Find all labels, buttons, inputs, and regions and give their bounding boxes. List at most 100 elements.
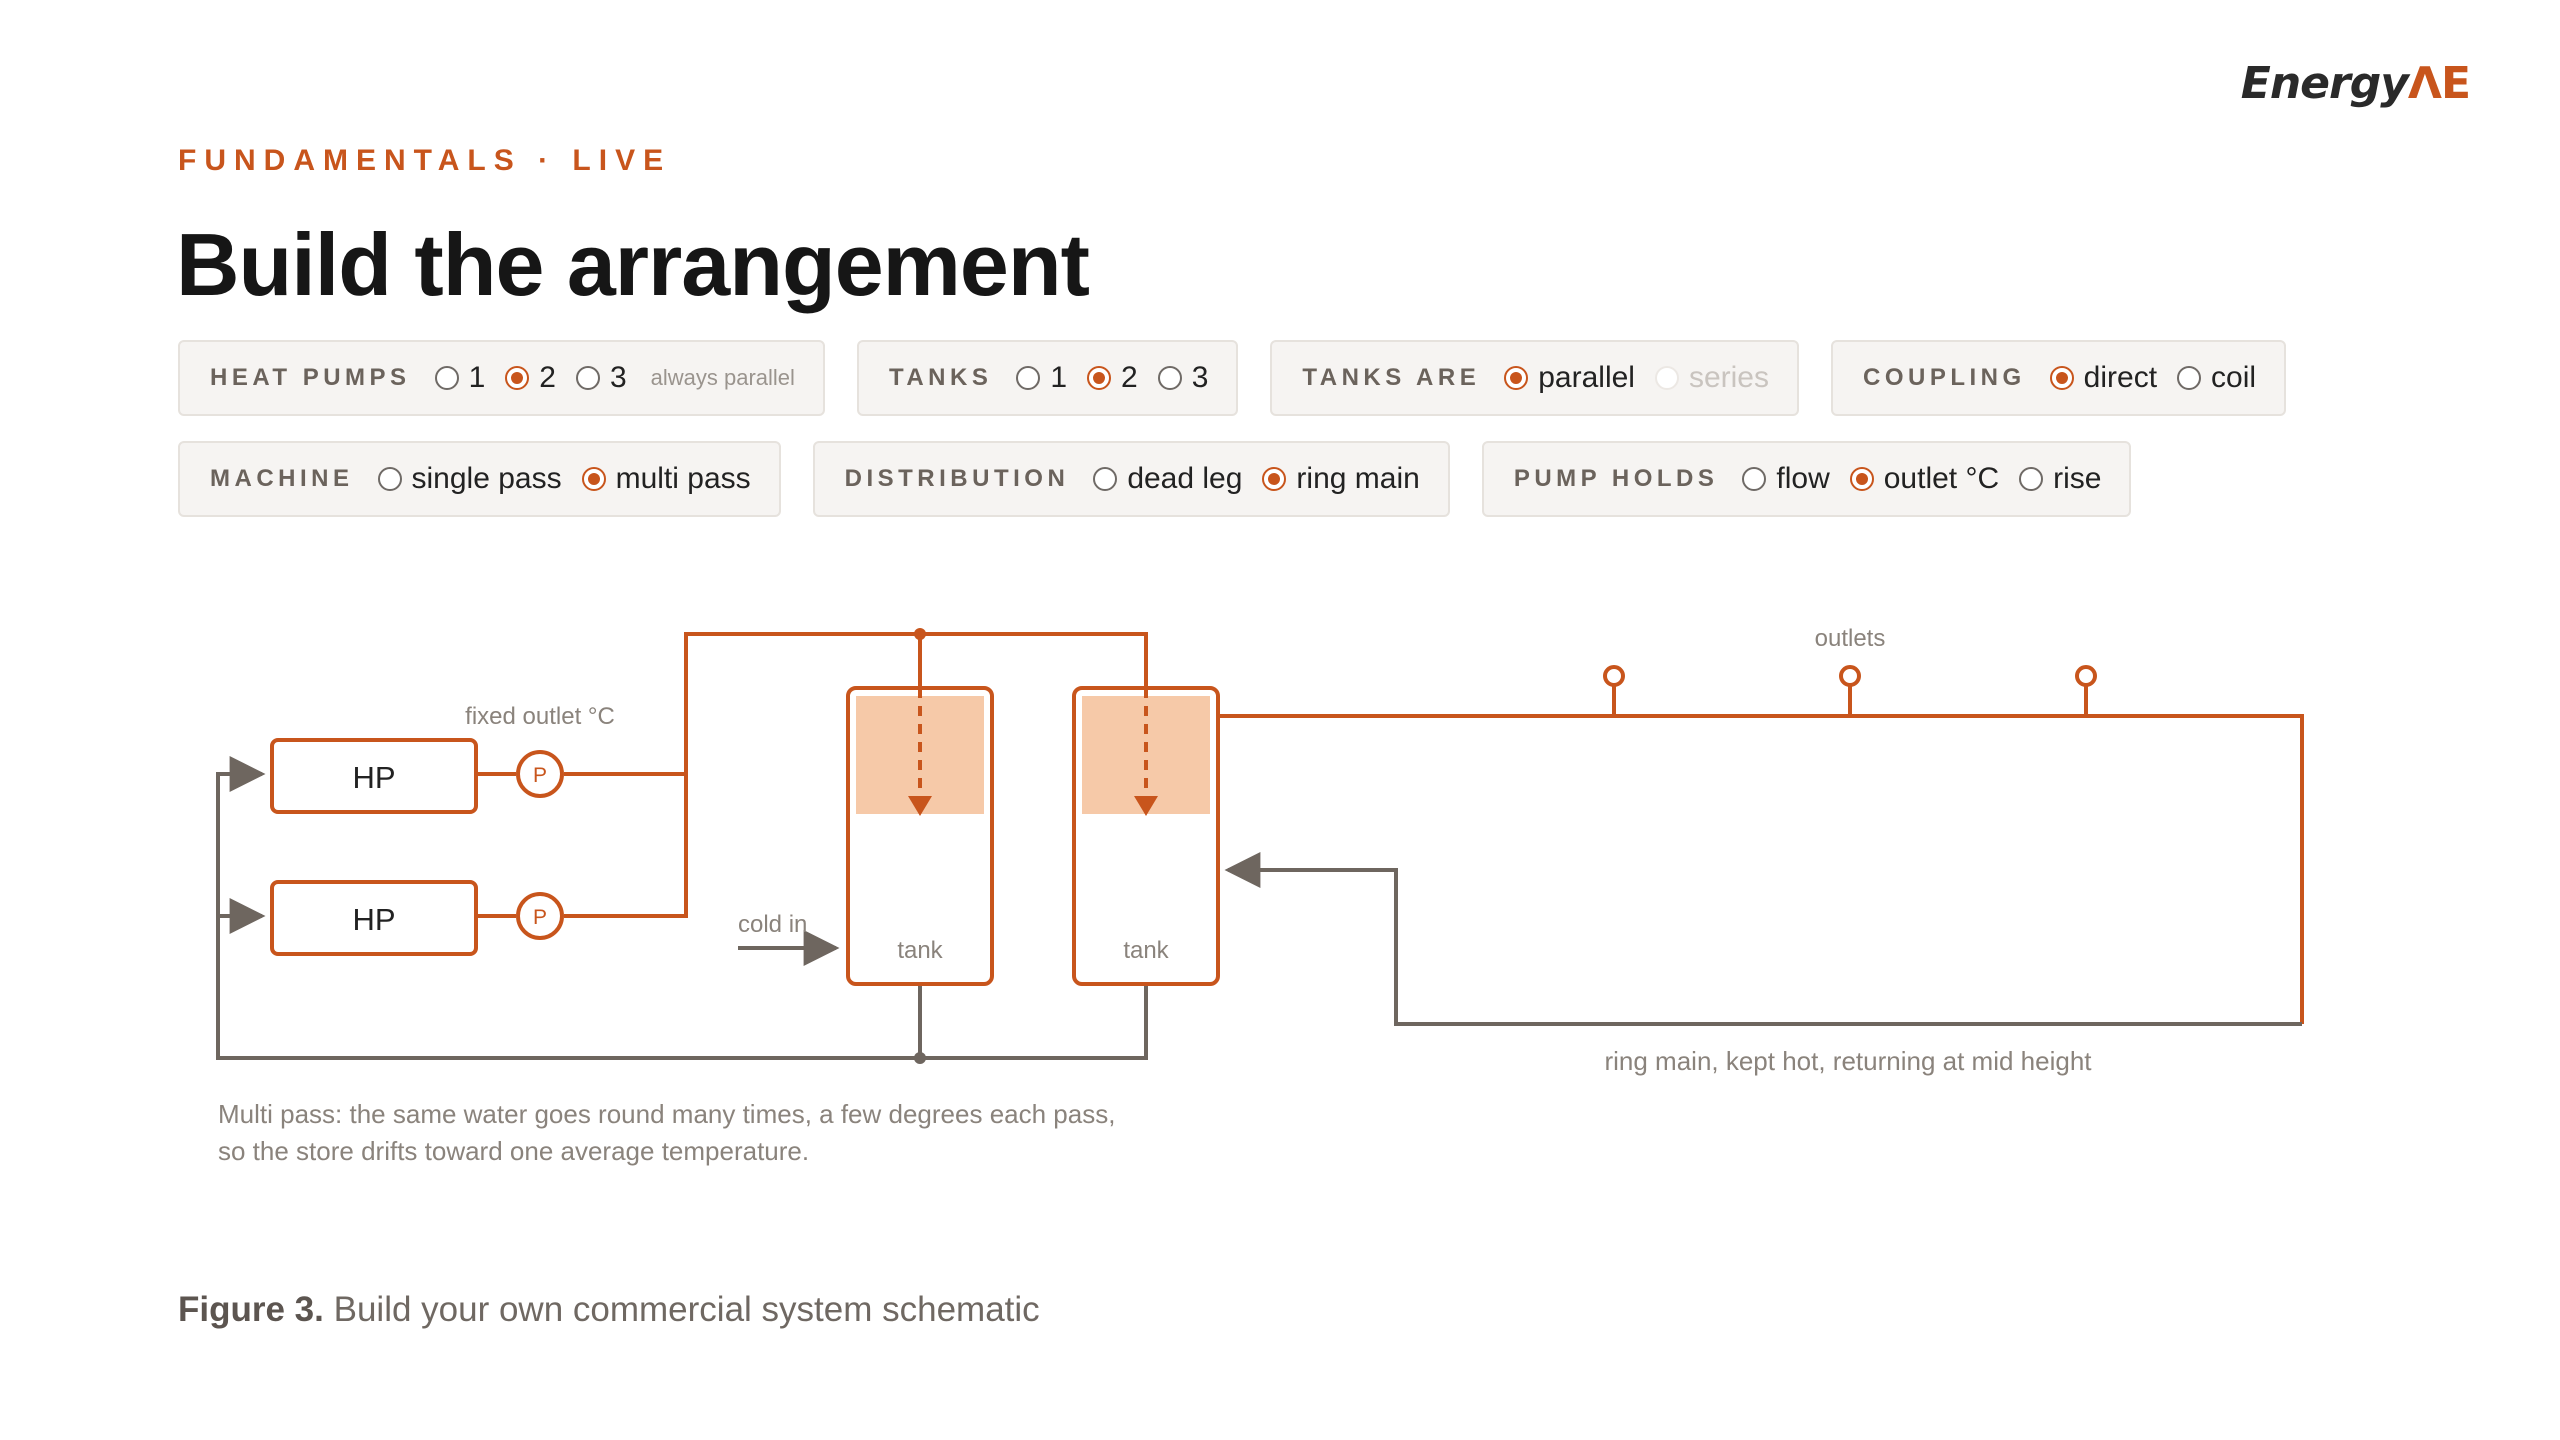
radio-selected-icon	[505, 366, 530, 390]
tank-label: tank	[1123, 937, 1169, 964]
option-label: 1	[1050, 361, 1068, 394]
option-label: dead leg	[1127, 462, 1243, 495]
ring-main	[1218, 714, 2304, 1026]
option-label: direct	[2083, 361, 2158, 394]
page-title: Build the arrangement	[176, 215, 1090, 314]
radio-selected-icon	[1087, 366, 1112, 390]
pump-holds-control: PUMP HOLDS flow outlet °C rise	[1481, 441, 2132, 517]
pump-holds-label: PUMP HOLDS	[1513, 465, 1719, 492]
tanks-label: TANKS	[888, 364, 993, 391]
option-label: 3	[1191, 361, 1209, 394]
cold-in: cold in	[738, 911, 840, 966]
heat-pumps-label: HEAT PUMPS	[210, 364, 411, 391]
figure-number: Figure 3.	[178, 1290, 324, 1329]
radio-icon	[434, 366, 459, 390]
outlet-tap-icon	[1839, 665, 1861, 687]
option-label: multi pass	[615, 462, 751, 495]
tanks-are-control: TANKS ARE parallel series	[1270, 340, 1799, 416]
radio-selected-icon	[581, 467, 606, 491]
coupling-option-coil[interactable]: coil	[2177, 361, 2256, 395]
distribution-option-ring-main[interactable]: ring main	[1262, 462, 1420, 496]
heat-pumps-option-1[interactable]: 1	[434, 361, 486, 395]
pump-holds-option-flow[interactable]: flow	[1742, 462, 1830, 496]
option-label: series	[1688, 361, 1769, 394]
pump-holds-option-outlet[interactable]: outlet °C	[1849, 462, 2000, 496]
option-label: 2	[539, 361, 556, 394]
machine-option-single-pass[interactable]: single pass	[377, 462, 562, 496]
tank-2: tank	[1072, 634, 1220, 986]
option-label: flow	[1776, 462, 1830, 495]
pump-label: P	[533, 764, 547, 787]
tanks-are-label: TANKS ARE	[1302, 364, 1481, 391]
down-arrow-icon	[1134, 796, 1158, 816]
pump-1: P	[516, 750, 564, 798]
outlets	[1603, 665, 2097, 716]
radio-disabled-icon	[1654, 366, 1679, 390]
option-label: 1	[468, 361, 486, 394]
heat-pumps-note: always parallel	[650, 365, 795, 390]
radio-icon	[1742, 467, 1767, 491]
radio-selected-icon	[1849, 467, 1874, 491]
diagram-caption: Multi pass: the same water goes round ma…	[218, 1099, 1116, 1166]
heat-pumps-option-2[interactable]: 2	[505, 361, 556, 395]
ring-main-label: ring main, kept hot, returning at mid he…	[1604, 1046, 2092, 1076]
radio-icon	[1093, 467, 1118, 491]
radio-icon	[1016, 366, 1041, 390]
hp-label: HP	[352, 760, 395, 795]
radio-icon	[377, 467, 402, 491]
distribution-option-dead-leg[interactable]: dead leg	[1093, 462, 1242, 496]
brand-mark: ΛΕ	[2407, 58, 2471, 109]
coupling-label: COUPLING	[1863, 364, 2026, 391]
radio-selected-icon	[1504, 366, 1529, 390]
figure-text: Build your own commercial system schemat…	[333, 1290, 1040, 1329]
option-label: outlet °C	[1883, 462, 2000, 495]
heat-pump-2: HP	[270, 880, 478, 956]
tanks-control: TANKS 1 2 3	[856, 340, 1239, 416]
tanks-are-option-parallel[interactable]: parallel	[1504, 361, 1635, 395]
radio-icon	[575, 366, 600, 390]
machine-label: MACHINE	[210, 465, 354, 492]
tank-label: tank	[897, 937, 943, 964]
tank-1: tank	[846, 634, 994, 986]
outlet-tap-icon	[1603, 665, 1625, 687]
machine-control: MACHINE single pass multi pass	[178, 441, 781, 517]
tanks-option-3[interactable]: 3	[1157, 361, 1209, 395]
option-label: parallel	[1538, 361, 1635, 394]
radio-icon	[2019, 467, 2044, 491]
radio-icon	[2177, 366, 2202, 390]
distribution-control: DISTRIBUTION dead leg ring main	[812, 441, 1450, 517]
controls-row-1: HEAT PUMPS 1 2 3 always parallel TANKS 1…	[178, 340, 2287, 416]
figure-caption: Figure 3. Build your own commercial syst…	[178, 1290, 1040, 1330]
coupling-control: COUPLING direct coil	[1831, 340, 2287, 416]
option-label: 2	[1121, 361, 1138, 394]
controls-row-2: MACHINE single pass multi pass DISTRIBUT…	[178, 441, 2132, 517]
heat-pumps-control: HEAT PUMPS 1 2 3 always parallel	[178, 340, 825, 416]
hp-label: HP	[352, 902, 395, 937]
brand-logo: EnergyΛΕ	[2240, 58, 2471, 109]
heat-pumps-option-3[interactable]: 3	[575, 361, 627, 395]
tanks-are-option-series: series	[1654, 361, 1769, 395]
radio-selected-icon	[2049, 366, 2074, 390]
heat-pump-1: HP	[270, 738, 478, 814]
hp-return-pipe	[216, 756, 1148, 1060]
coupling-option-direct[interactable]: direct	[2049, 361, 2158, 395]
down-arrow-icon	[908, 796, 932, 816]
pump-label: P	[533, 906, 547, 929]
section-eyebrow: FUNDAMENTALS · LIVE	[178, 144, 672, 177]
option-label: single pass	[411, 462, 562, 495]
pump-2: P	[516, 892, 564, 940]
outlets-label: outlets	[1815, 625, 1886, 652]
tanks-option-2[interactable]: 2	[1087, 361, 1138, 395]
cold-in-label: cold in	[738, 911, 807, 938]
brand-name: Energy	[2240, 58, 2409, 109]
return-junction-dot	[914, 1052, 926, 1064]
option-label: rise	[2053, 462, 2102, 495]
outlet-tap-icon	[2075, 665, 2097, 687]
tanks-option-1[interactable]: 1	[1016, 361, 1067, 395]
pump-holds-option-rise[interactable]: rise	[2019, 462, 2101, 496]
machine-option-multi-pass[interactable]: multi pass	[581, 462, 751, 496]
distribution-label: DISTRIBUTION	[844, 465, 1070, 492]
hp-flow-pipes	[476, 632, 1148, 918]
option-label: 3	[609, 361, 627, 394]
